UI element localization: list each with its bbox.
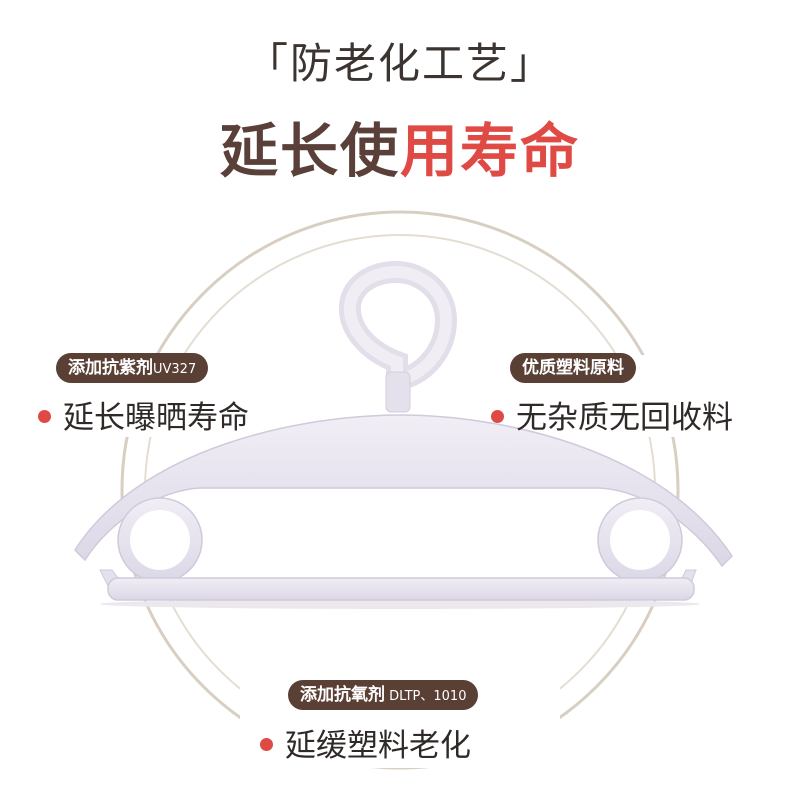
feature-text-antioxidant: 延缓塑料老化: [285, 728, 471, 764]
feature-item-antioxidant: 延缓塑料老化: [260, 720, 471, 765]
feature-tag-uv-main: 添加抗紫剂: [68, 358, 153, 378]
feature-item-material: 无杂质无回收料: [491, 392, 733, 437]
feature-tag-antioxidant-small: DLTP、1010: [385, 689, 467, 704]
headline-accent: 用寿命: [400, 117, 581, 185]
hanger-hook: [338, 260, 458, 413]
red-dot-icon: [38, 410, 51, 423]
red-dot-icon: [491, 410, 504, 423]
feature-item-uv: 延长曝晒寿命: [38, 392, 249, 437]
subtitle: 「防老化工艺」: [245, 39, 554, 88]
feature-text-material: 无杂质无回收料: [516, 400, 733, 436]
feature-tag-uv-small: UV327: [153, 362, 197, 377]
red-dot-icon: [260, 738, 273, 751]
feature-tag-antioxidant-main: 添加抗氧剂: [300, 685, 385, 705]
headline: 延长使用寿命: [0, 104, 800, 188]
headline-dark: 延长使: [219, 117, 400, 185]
feature-text-uv: 延长曝晒寿命: [63, 400, 249, 436]
feature-tag-material-main: 优质塑料原料: [522, 358, 624, 378]
feature-tag-material: 优质塑料原料: [510, 353, 636, 383]
hanger-body: [74, 414, 733, 601]
inner-ring: [144, 234, 656, 746]
feature-tag-antioxidant: 添加抗氧剂 DLTP、1010: [288, 680, 479, 710]
feature-tag-uv: 添加抗紫剂UV327: [56, 353, 209, 383]
